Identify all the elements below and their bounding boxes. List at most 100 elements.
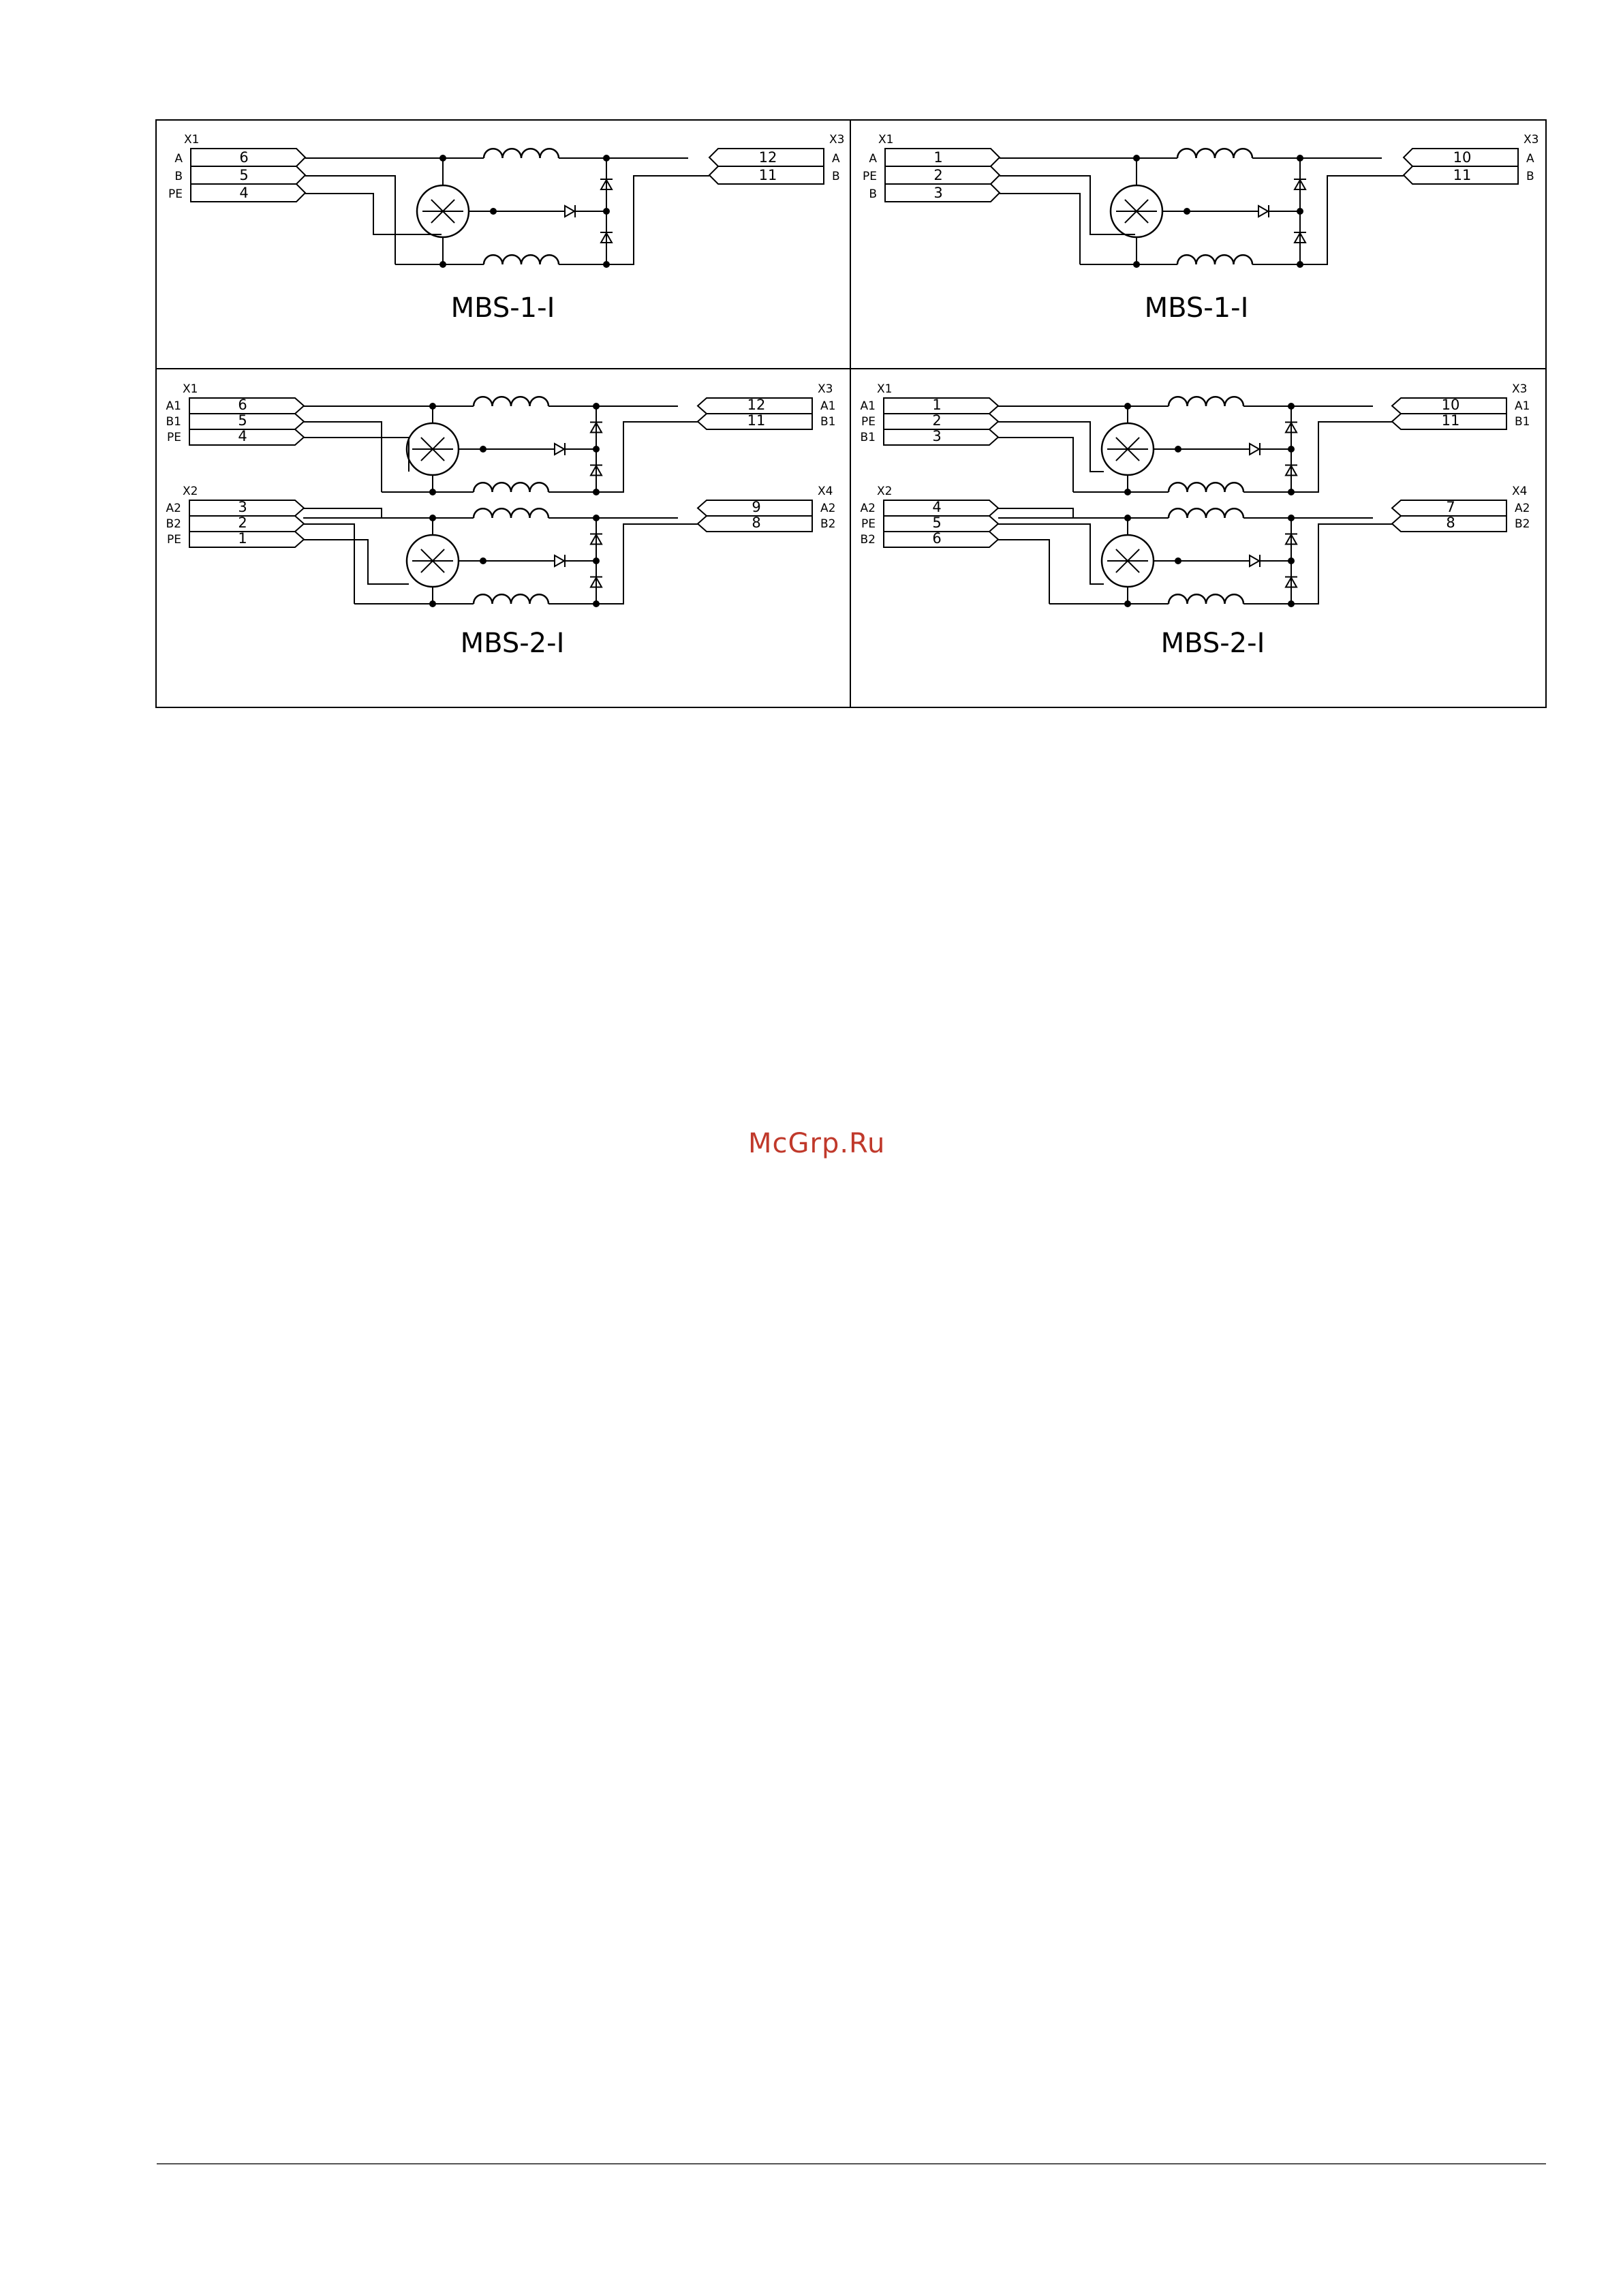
pin-number: 8 <box>752 515 760 531</box>
gdt-electrode <box>431 200 443 211</box>
connector-name: X2 <box>877 485 892 498</box>
gdt-electrode <box>433 438 444 449</box>
pin-number: 10 <box>1442 397 1460 413</box>
pin-number: 8 <box>1446 515 1455 531</box>
pin-signal-label: B1 <box>1515 415 1530 429</box>
panel-mbs-1-i-a: X16A5B4PEX312A11BMBS-1-I <box>168 133 844 324</box>
gdt-electrode <box>443 200 454 211</box>
connector-name: X1 <box>183 382 198 396</box>
pin-signal-label: A1 <box>820 399 835 413</box>
wire-line-b-out <box>596 422 698 492</box>
connector-name: X3 <box>829 133 844 147</box>
inductor-coil <box>474 397 548 406</box>
pin-signal-label: PE <box>861 517 876 531</box>
pin-signal-label: A1 <box>166 399 181 413</box>
pin-signal-label: A2 <box>861 502 876 515</box>
pin-signal-label: B <box>869 187 877 201</box>
gdt-electrode <box>421 561 433 572</box>
pin-number: 4 <box>239 185 248 201</box>
gdt-electrode <box>1128 561 1139 572</box>
inductor-coil <box>1169 483 1243 492</box>
connector-name: X2 <box>183 485 198 498</box>
pin-number: 11 <box>747 412 766 429</box>
pin-number: 4 <box>932 499 941 515</box>
gdt-electrode <box>1128 449 1139 461</box>
diode <box>1250 444 1259 455</box>
wire-line-b-out <box>1291 524 1392 604</box>
junction-dot <box>1288 557 1295 564</box>
gdt-electrode <box>1125 200 1137 211</box>
pin-signal-label: A1 <box>861 399 876 413</box>
pin-signal-label: A2 <box>1515 502 1530 515</box>
wire-pe <box>304 540 409 584</box>
inductor-coil <box>484 149 559 158</box>
pin-number: 11 <box>1453 167 1472 183</box>
wire-pe <box>305 194 442 234</box>
pin-number: 2 <box>238 515 247 531</box>
gdt-electrode <box>443 211 454 223</box>
junction-dot <box>603 155 610 162</box>
pin-number: 9 <box>752 499 760 515</box>
gdt-electrode <box>433 449 444 461</box>
junction-dot <box>1297 208 1303 215</box>
panel-title: MBS-2-I <box>461 628 565 659</box>
pin-signal-label: A <box>1526 152 1534 166</box>
connector-name: X3 <box>818 382 833 396</box>
gdt-electrode <box>1125 211 1137 223</box>
pin-signal-label: PE <box>861 415 876 429</box>
gdt-electrode <box>1137 211 1148 223</box>
wire-b <box>305 176 395 264</box>
pin-signal-label: PE <box>167 431 181 444</box>
pin-number: 3 <box>238 499 247 515</box>
pin-number: 7 <box>1446 499 1455 515</box>
wire-line-b-out <box>606 176 709 264</box>
junction-dot <box>593 515 600 521</box>
connector-name: X1 <box>878 133 893 147</box>
pin-signal-label: A1 <box>1515 399 1530 413</box>
junction-dot <box>1288 515 1295 521</box>
pin-signal-label: B1 <box>861 431 876 444</box>
wire-b1 <box>998 438 1073 492</box>
diode <box>555 444 564 455</box>
wire-line-b-out <box>1300 176 1404 264</box>
connector-name: X4 <box>818 485 833 498</box>
pin-number: 5 <box>239 167 248 183</box>
wire-b2 <box>998 540 1049 604</box>
connector-name: X3 <box>1512 382 1527 396</box>
gdt-electrode <box>1116 438 1128 449</box>
pin-signal-label: B2 <box>1515 517 1530 531</box>
pin-signal-label: A <box>869 152 877 166</box>
pin-signal-label: A <box>174 152 183 166</box>
gdt-electrode <box>433 561 444 572</box>
panel-title: MBS-1-I <box>451 292 555 324</box>
inductor-coil <box>1177 255 1252 264</box>
pin-signal-label: B <box>832 170 840 183</box>
junction-dot <box>1297 155 1303 162</box>
gdt-electrode <box>1128 549 1139 561</box>
pin-number: 5 <box>932 515 941 531</box>
connector-name: X4 <box>1512 485 1527 498</box>
connector-name: X3 <box>1524 133 1539 147</box>
pin-number: 11 <box>1442 412 1460 429</box>
pin-signal-label: B1 <box>820 415 835 429</box>
pin-number: 12 <box>759 149 777 166</box>
pin-signal-label: A <box>832 152 840 166</box>
pin-number: 1 <box>238 530 247 547</box>
wire-b <box>1000 194 1080 264</box>
pin-signal-label: A2 <box>820 502 835 515</box>
pin-signal-label: PE <box>168 187 183 201</box>
pin-signal-label: B2 <box>820 517 835 531</box>
connector-name: X1 <box>877 382 892 396</box>
pin-signal-label: B <box>174 170 183 183</box>
pin-number: 1 <box>933 149 942 166</box>
wire-a2 <box>304 508 382 518</box>
gdt-electrode <box>433 549 444 561</box>
connector-name: X1 <box>184 133 199 147</box>
wire-line-b-out <box>1291 422 1392 492</box>
junction-dot <box>593 446 600 453</box>
pin-signal-label: PE <box>167 533 181 547</box>
panel-mbs-2-i-b: X11A12PE3B1X310A111B1X24A25PE6B2X47A28B2… <box>861 382 1530 659</box>
gdt-electrode <box>1116 449 1128 461</box>
